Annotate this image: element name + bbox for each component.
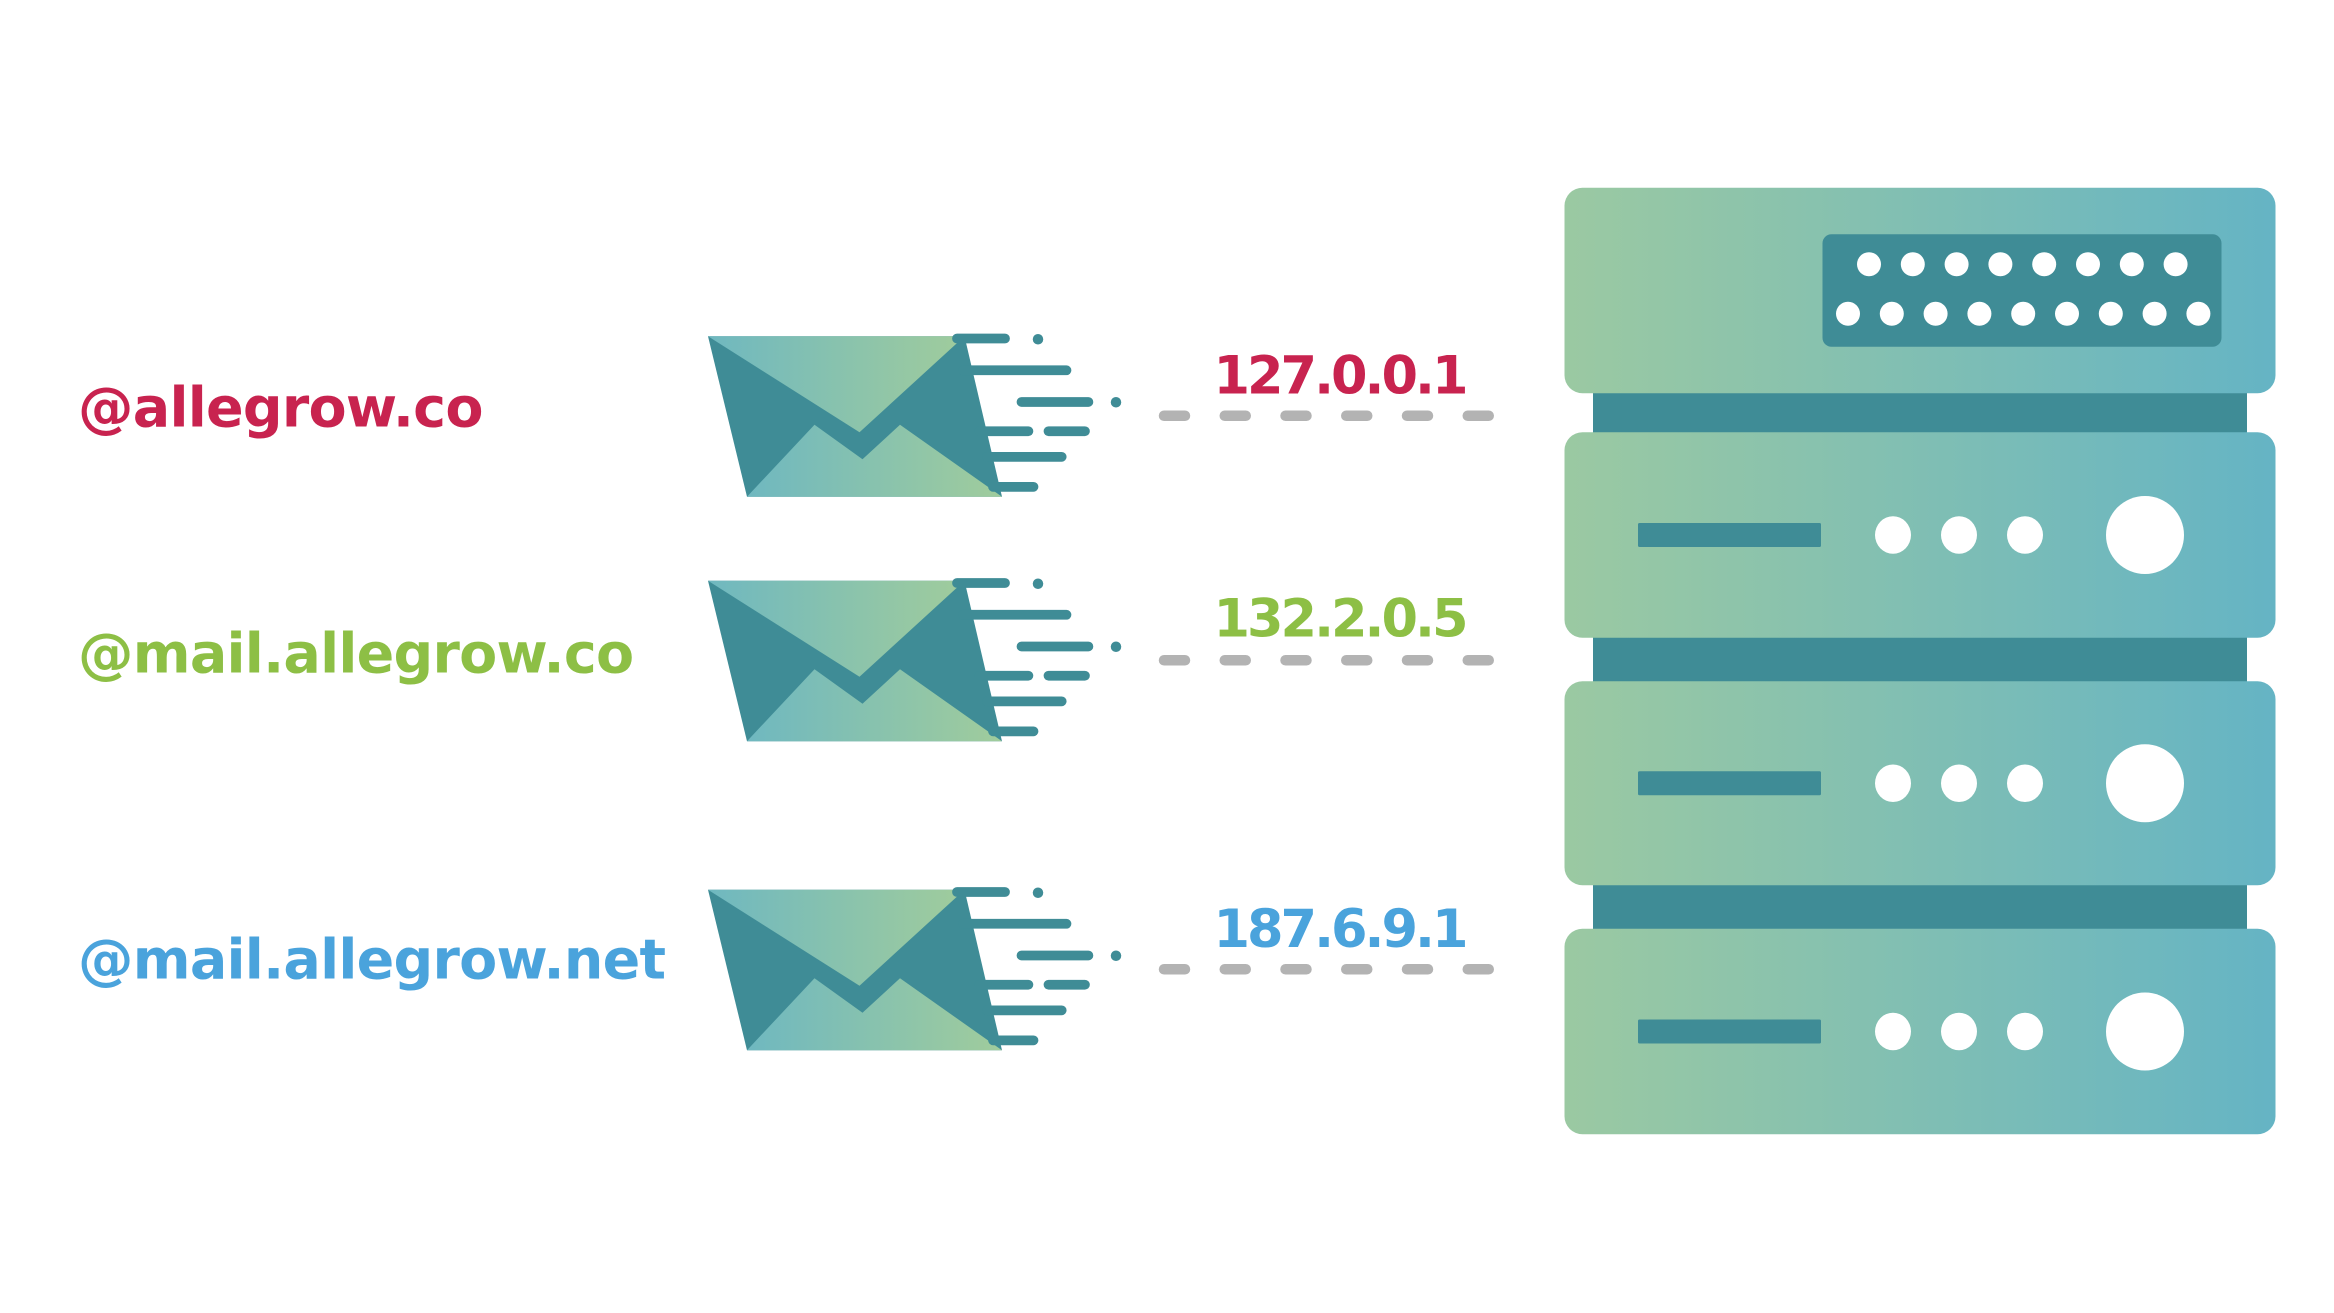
port-dot: [2186, 301, 2211, 326]
port-dot: [1900, 252, 1925, 277]
domain-label-2: @mail.allegrow.co: [78, 621, 633, 686]
speed-dot: [1110, 397, 1122, 408]
port-dot: [1923, 301, 1948, 326]
domain-label-3: @mail.allegrow.net: [78, 927, 665, 992]
drive-slot: [1638, 1019, 1821, 1044]
port-dot: [1967, 301, 1992, 326]
server-connector: [1593, 882, 2247, 932]
envelope-icon: [708, 887, 1525, 1051]
port-dot: [2119, 252, 2144, 277]
port-dot: [1879, 301, 1904, 326]
envelope-flap: [708, 580, 965, 677]
port-panel: [1822, 234, 2222, 347]
port-dot: [1944, 252, 1969, 277]
status-light: [1875, 1012, 1911, 1051]
envelope-icon: [708, 333, 1525, 497]
speed-dot: [1110, 641, 1122, 652]
port-dot: [1836, 301, 1860, 326]
port-dot: [2098, 301, 2123, 326]
port-dot: [2163, 252, 2188, 277]
ip-label-3: 187.6.9.1: [1213, 899, 1465, 960]
status-light: [1941, 764, 1977, 802]
envelope-bottom: [747, 424, 1002, 497]
port-dot: [1988, 252, 2013, 277]
port-dot: [2142, 301, 2167, 326]
server-unit: [1564, 928, 2276, 1135]
power-button-icon: [2106, 744, 2184, 823]
drive-slot: [1638, 523, 1821, 547]
envelope-bottom: [747, 978, 1002, 1051]
status-light: [1941, 1012, 1977, 1051]
power-button-icon: [2106, 496, 2184, 574]
server-connector: [1593, 390, 2247, 436]
envelope-flap: [708, 889, 965, 986]
speed-dot: [1110, 950, 1122, 961]
status-light: [2007, 1012, 2043, 1051]
port-dot: [1857, 252, 1881, 277]
port-dot: [2032, 252, 2057, 277]
server-connector: [1593, 634, 2247, 685]
envelope-bottom: [747, 669, 1002, 742]
speed-dot: [1032, 578, 1044, 589]
status-light: [1875, 516, 1911, 554]
server-unit: [1564, 432, 2276, 638]
status-light: [1941, 516, 1977, 554]
envelope-icon: [708, 578, 1525, 742]
power-button-icon: [2106, 992, 2184, 1071]
server-stack: [1564, 187, 2276, 1135]
port-dot: [2076, 252, 2100, 277]
port-dot: [2055, 301, 2079, 326]
ip-label-2: 132.2.0.5: [1213, 588, 1465, 649]
speed-dot: [1032, 334, 1044, 345]
domain-label-1: @allegrow.co: [78, 375, 483, 440]
ip-label-1: 127.0.0.1: [1213, 345, 1465, 406]
status-light: [1875, 764, 1911, 802]
port-dot: [2011, 301, 2036, 326]
server-unit: [1564, 681, 2276, 886]
envelope-flap: [708, 336, 965, 433]
speed-dot: [1032, 887, 1044, 898]
drive-slot: [1638, 771, 1821, 796]
status-light: [2007, 516, 2043, 554]
status-light: [2007, 764, 2043, 802]
